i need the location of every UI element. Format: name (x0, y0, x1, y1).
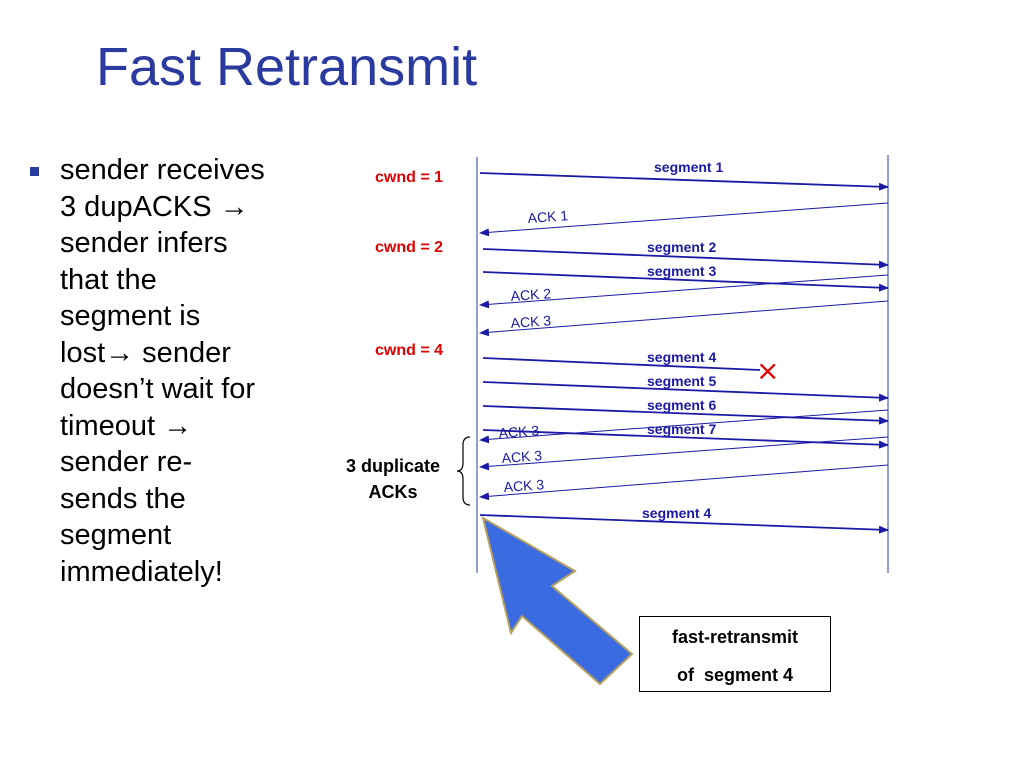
cwnd-label: cwnd = 4 (375, 342, 443, 359)
duplicate-acks-label: 3 duplicate ACKs (326, 453, 460, 505)
segment-label: segment 4 (642, 505, 711, 521)
ack-label: ACK 3 (510, 312, 552, 331)
ack-label: ACK 2 (510, 285, 552, 304)
segment-arrow (482, 429, 889, 449)
cwnd-label: cwnd = 2 (375, 239, 443, 256)
bullet-line: lost→ sender (60, 336, 231, 369)
bullet-text: sender receives 3 dupACKS → sender infer… (60, 152, 310, 590)
ack-arrow (479, 274, 889, 309)
ack-label: ACK 3 (498, 422, 540, 441)
lost-x-icon: × (756, 354, 779, 387)
segment-arrow (479, 514, 889, 534)
bullet-line: sender re- (60, 446, 193, 478)
ack-label: ACK 1 (527, 207, 569, 226)
segment-arrow (482, 381, 889, 402)
segment-arrow-lost (482, 357, 761, 371)
bullet-square-icon (30, 167, 39, 176)
segment-arrow (482, 248, 889, 269)
bullet-line: 3 dupACKS → (60, 190, 249, 223)
segment-label: segment 7 (647, 421, 716, 437)
ack-label: ACK 3 (501, 447, 543, 466)
segment-arrow (482, 271, 889, 292)
segment-label: segment 1 (654, 159, 723, 175)
bullet-line: sends the (60, 482, 186, 515)
cwnd-label: cwnd = 1 (375, 169, 443, 186)
duplicate-acks-line: ACKs (368, 482, 418, 502)
big-pointer-arrow-icon (481, 515, 634, 686)
segment-arrow (479, 172, 889, 191)
segment-label: segment 4 (647, 349, 716, 365)
segment-arrow (482, 405, 889, 425)
brace-icon (456, 436, 471, 506)
ack-arrow (479, 464, 889, 501)
ack-arrow (479, 300, 889, 337)
callout-line: fast-retransmit (671, 627, 799, 647)
segment-label: segment 6 (647, 397, 716, 413)
bullet-line: segment (60, 519, 172, 551)
bullet-line: timeout → (60, 409, 193, 442)
bullet-line: segment is (60, 300, 201, 332)
ack-arrow (479, 409, 889, 444)
slide-title: Fast Retransmit (96, 37, 478, 97)
ack-label: ACK 3 (503, 476, 545, 495)
bullet-line: doesn’t wait for (60, 373, 256, 405)
bullet-line: immediately! (60, 555, 223, 588)
callout-line: of segment 4 (676, 665, 794, 685)
segment-label: segment 2 (647, 239, 716, 255)
fast-retransmit-callout: fast-retransmit of segment 4 (639, 616, 831, 692)
segment-label: segment 3 (647, 263, 716, 279)
duplicate-acks-line: 3 duplicate (345, 456, 441, 476)
segment-label: segment 5 (647, 373, 716, 389)
ack-arrow (479, 436, 889, 471)
bullet-line: sender infers (60, 227, 228, 259)
bullet-line: sender receives (60, 154, 265, 186)
ack-arrow (479, 202, 889, 237)
bullet-line: that the (60, 263, 157, 296)
